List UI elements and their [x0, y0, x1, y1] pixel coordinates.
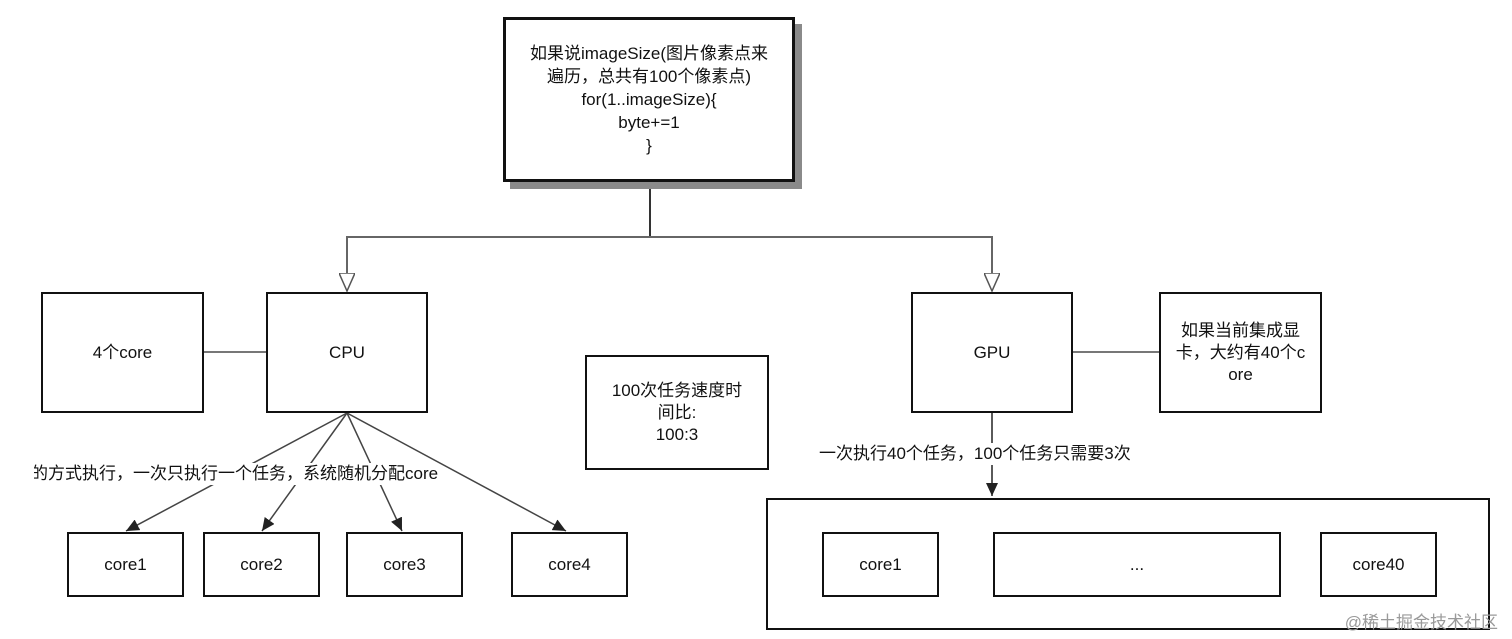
- gpu-cores-line-2: 卡，大约有40个c: [1175, 342, 1306, 362]
- watermark: @稀土掘金技术社区: [1344, 613, 1498, 632]
- code-line-3: for(1..imageSize){: [581, 90, 717, 109]
- gpu-cores-line-3: ore: [1228, 364, 1253, 384]
- speed-ratio-box: 100次任务速度时 间比: 100:3: [585, 355, 769, 470]
- cpu-core2-label: core2: [240, 554, 283, 574]
- code-line-2: 遍历，总共有100个像素点): [546, 67, 752, 86]
- edge-branch-to-cpu: [347, 236, 650, 291]
- gpu-cores-box: 如果当前集成显 卡，大约有40个c ore: [1159, 292, 1322, 413]
- gpu-ellipsis-label: ...: [1129, 554, 1145, 574]
- speed-line-3: 100:3: [655, 424, 699, 444]
- cpu-cores-label: 4个core: [92, 342, 153, 362]
- gpu-label: GPU: [973, 342, 1011, 362]
- speed-line-2: 间比:: [657, 402, 697, 422]
- cpu-core4-label: core4: [548, 554, 591, 574]
- gpu-cores-line-1: 如果当前集成显: [1181, 320, 1300, 340]
- cpu-core2-box: core2: [203, 532, 320, 597]
- speed-line-1: 100次任务速度时: [611, 380, 743, 400]
- cpu-core4-box: core4: [511, 532, 628, 597]
- gpu-core1-box: core1: [822, 532, 939, 597]
- cpu-cores-box: 4个core: [41, 292, 204, 413]
- gpu-edge-label: 一次执行40个任务，100个任务只需要3次: [819, 443, 1131, 465]
- cpu-core1-label: core1: [104, 554, 147, 574]
- code-box: 如果说imageSize(图片像素点来 遍历，总共有100个像素点) for(1…: [503, 17, 795, 182]
- cpu-edge-label: 的方式执行，一次只执行一个任务，系统随机分配core: [31, 463, 439, 485]
- edge-cpu-to-core4: [346, 412, 567, 532]
- gpu-box: GPU: [911, 292, 1073, 413]
- code-line-4: byte+=1: [618, 113, 680, 132]
- cpu-box: CPU: [266, 292, 428, 413]
- gpu-core1-label: core1: [859, 554, 902, 574]
- edge-branch-to-gpu: [650, 236, 992, 291]
- gpu-ellipsis-box: ...: [993, 532, 1281, 597]
- code-line-5: }: [646, 136, 652, 155]
- cpu-label: CPU: [329, 342, 365, 362]
- gpu-core40-box: core40: [1320, 532, 1437, 597]
- gpu-core40-label: core40: [1352, 554, 1405, 574]
- cpu-core3-box: core3: [346, 532, 463, 597]
- cpu-core3-label: core3: [383, 554, 426, 574]
- code-line-1: 如果说imageSize(图片像素点来: [529, 44, 769, 63]
- cpu-core1-box: core1: [67, 532, 184, 597]
